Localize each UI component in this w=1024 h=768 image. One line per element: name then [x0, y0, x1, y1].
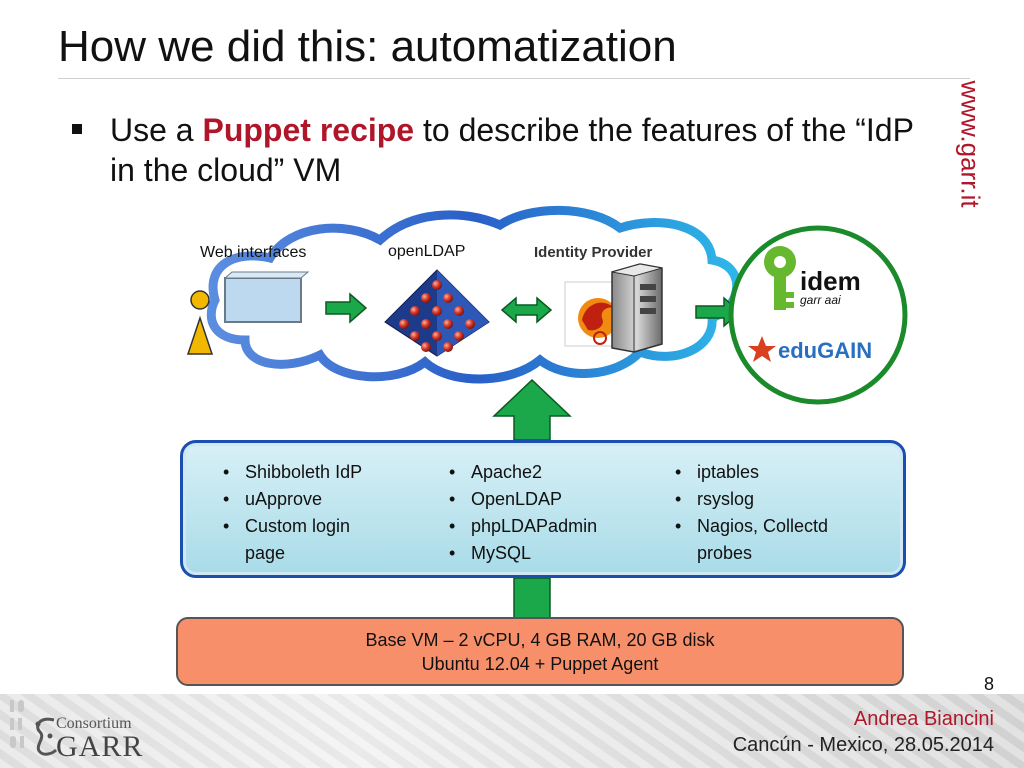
packages-column-2: Apache2 OpenLDAP phpLDAPadmin MySQL	[445, 459, 645, 567]
footer-band	[0, 694, 1024, 768]
arrow-up-to-cloud-icon	[492, 378, 572, 441]
garr-logo-icon	[35, 717, 58, 756]
footer-place-date: Cancún - Mexico, 28.05.2014	[732, 734, 994, 756]
base-vm-line-2: Ubuntu 12.04 + Puppet Agent	[421, 654, 659, 674]
list-item: Apache2	[445, 459, 645, 486]
bullet-text-after: to describe the features of the “IdP in …	[110, 112, 914, 188]
connector-base-to-packages	[513, 577, 551, 619]
edugain-logo-text: eduGAIN	[778, 338, 872, 363]
logo-garr-text: GARR	[56, 730, 144, 763]
slide-title: How we did this: automatization	[58, 22, 677, 71]
list-item: phpLDAPadmin	[445, 513, 645, 540]
list-item: MySQL	[445, 540, 645, 567]
ldap-pyramid-icon	[384, 269, 490, 357]
web-interface-screen-icon	[223, 271, 310, 323]
double-arrow-icon	[500, 296, 553, 324]
list-item: rsyslog	[671, 486, 891, 513]
base-vm-box: Base VM – 2 vCPU, 4 GB RAM, 20 GB disk U…	[176, 617, 904, 686]
base-vm-line-1: Base VM – 2 vCPU, 4 GB RAM, 20 GB disk	[365, 630, 715, 650]
server-tower-icon	[611, 263, 663, 353]
idem-logo-text: idem	[800, 266, 861, 296]
list-item: OpenLDAP	[445, 486, 645, 513]
title-divider	[58, 78, 970, 79]
software-packages-box: Shibboleth IdP uApprove Custom login pag…	[180, 440, 906, 578]
arrow-right-icon	[325, 292, 368, 324]
edugain-star-icon	[748, 336, 776, 362]
packages-column-3: iptables rsyslog Nagios, Collectd probes	[671, 459, 891, 567]
list-item: Nagios, Collectd probes	[671, 513, 871, 567]
list-item: Custom login page	[219, 513, 387, 567]
idem-logo-subtext: garr aai	[800, 293, 841, 307]
footer-author: Andrea Biancini	[853, 708, 994, 730]
list-item: iptables	[671, 459, 891, 486]
bullet-highlight: Puppet recipe	[202, 112, 415, 148]
packages-column-1: Shibboleth IdP uApprove Custom login pag…	[219, 459, 419, 567]
list-item: uApprove	[219, 486, 419, 513]
binary-digits-decoration	[10, 700, 24, 748]
page-number: 8	[984, 674, 995, 694]
user-person-icon	[186, 290, 214, 355]
label-identity-provider: Identity Provider	[534, 244, 653, 261]
list-item: Shibboleth IdP	[219, 459, 419, 486]
label-openldap: openLDAP	[388, 243, 466, 260]
bullet-square-icon	[72, 124, 82, 134]
federation-circle	[728, 225, 908, 405]
logo-consortium-text: Consortium	[56, 715, 132, 732]
bullet-text-before: Use a	[110, 112, 203, 148]
bullet-text: Use a Puppet recipe to describe the feat…	[110, 110, 930, 190]
idem-key-icon	[764, 246, 796, 310]
label-web-interfaces: Web interfaces	[200, 244, 307, 261]
